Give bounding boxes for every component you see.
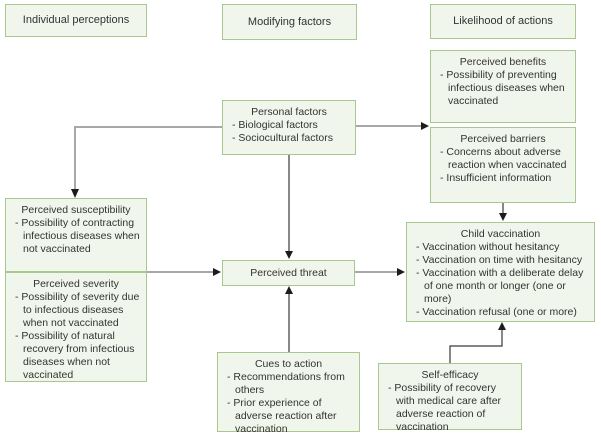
- box-personal-factors: Personal factors - Biological factors - …: [222, 100, 356, 155]
- list-item: - Possibility of preventing infectious d…: [440, 69, 565, 107]
- list-item: - Concerns about adverse reaction when v…: [440, 146, 567, 171]
- list-item: - Recommendations from others: [227, 371, 345, 396]
- header-modifying-factors: Modifying factors: [222, 4, 357, 40]
- box-self-efficacy: Self-efficacy - Possibility of recovery …: [378, 363, 522, 433]
- header-individual-perceptions: Individual perceptions: [5, 4, 147, 37]
- connector-cues-to-threat: [285, 286, 293, 352]
- box-perceived-benefits-title: Perceived benefits: [459, 56, 547, 68]
- list-item: - Vaccination refusal (one or more): [416, 306, 577, 318]
- header-individual-perceptions-label: Individual perceptions: [22, 14, 130, 26]
- box-perceived-barriers-title: Perceived barriers: [460, 133, 546, 145]
- list-item: - Sociocultural factors: [232, 132, 333, 144]
- list-item: - Biological factors: [232, 119, 318, 131]
- box-perceived-severity-title: Perceived severity: [33, 278, 119, 290]
- box-perceived-benefits: Perceived benefits - Possibility of prev…: [430, 50, 576, 123]
- box-perceived-susceptibility: Perceived susceptibility - Possibility o…: [5, 198, 147, 272]
- box-child-vaccination-title: Child vaccination: [460, 228, 541, 240]
- connector-personal-to-threat: [285, 155, 293, 259]
- connector-personal-to-susceptibility: [71, 126, 222, 198]
- box-cues-to-action-title: Cues to action: [254, 358, 323, 370]
- box-child-vaccination: Child vaccination - Vaccination without …: [406, 222, 595, 322]
- list-item: - Vaccination with a deliberate delay of…: [416, 267, 584, 305]
- box-perceived-threat-title: Perceived threat: [250, 266, 327, 279]
- box-cues-to-action: Cues to action - Recommendations from ot…: [217, 352, 360, 435]
- connector-personal-to-benefits-barriers: [356, 122, 429, 130]
- header-modifying-factors-label: Modifying factors: [247, 15, 332, 28]
- list-item: - Possibility of recovery with medical c…: [388, 382, 502, 433]
- box-perceived-threat: Perceived threat: [222, 260, 355, 286]
- list-item: - Vaccination on time with hesitancy: [416, 254, 583, 266]
- list-item: - Prior experience of adverse reaction a…: [227, 397, 337, 435]
- connector-barriers-to-child-vaccination: [499, 203, 507, 221]
- header-likelihood-of-actions: Likelihood of actions: [430, 4, 576, 39]
- box-perceived-severity: Perceived severity - Possibility of seve…: [5, 272, 147, 382]
- header-likelihood-of-actions-label: Likelihood of actions: [453, 15, 553, 27]
- list-item: - Possibility of natural recovery from i…: [15, 330, 135, 381]
- list-item: - Possibility of severity due to infecti…: [15, 291, 140, 329]
- box-self-efficacy-title: Self-efficacy: [421, 369, 479, 381]
- list-item: - Possibility of contracting infectious …: [15, 217, 140, 255]
- box-perceived-susceptibility-title: Perceived susceptibility: [21, 204, 131, 216]
- connector-selfefficacy-to-child-vaccination: [449, 322, 506, 363]
- list-item: - Vaccination without hesitancy: [416, 241, 560, 253]
- box-perceived-barriers: Perceived barriers - Concerns about adve…: [430, 127, 576, 203]
- list-item: - Insufficient information: [440, 172, 552, 184]
- box-personal-factors-title: Personal factors: [251, 106, 327, 118]
- connector-threat-to-child-vaccination: [355, 268, 405, 276]
